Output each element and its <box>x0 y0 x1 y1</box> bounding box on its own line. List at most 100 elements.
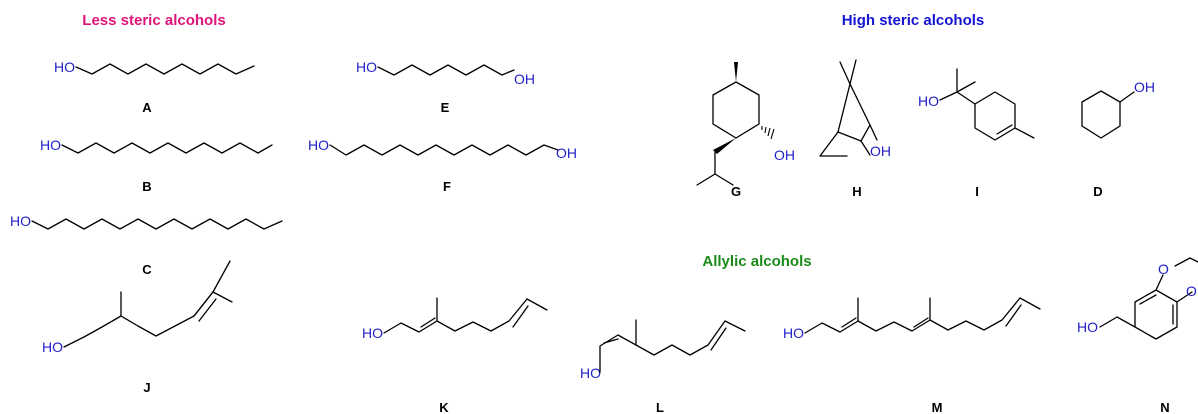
atom-o: O <box>1186 283 1197 299</box>
main-chain <box>929 297 1021 331</box>
diol-chain <box>329 144 559 156</box>
atom-ho: HO <box>42 339 63 355</box>
c-oh-bond <box>869 124 878 141</box>
methyl-terminal <box>212 291 233 303</box>
double-bond-inner <box>710 327 727 351</box>
isopropyl-methyl <box>714 173 734 186</box>
wedge-methyl <box>734 62 738 82</box>
structure-A: HO A <box>54 59 255 115</box>
compound-label: L <box>656 400 664 414</box>
double-bond-inner <box>512 305 529 328</box>
compound-label: A <box>142 100 152 115</box>
atom-o: O <box>1158 261 1169 277</box>
compound-label: N <box>1160 400 1169 414</box>
main-chain <box>804 297 859 334</box>
cyclohexane-ring <box>712 81 760 139</box>
double-bond-inner <box>420 317 436 328</box>
double-bond-inner <box>1005 304 1022 327</box>
c-o-bond <box>1155 274 1164 291</box>
structure-J: HO J <box>42 260 233 395</box>
dioxole-ring <box>1174 257 1198 267</box>
alkyl-chain <box>61 142 273 154</box>
structure-L: HO L <box>580 319 746 414</box>
benzene-ring <box>1134 289 1178 340</box>
ring-double-bond <box>996 124 1013 135</box>
atom-ho: HO <box>362 325 383 341</box>
double-bond-inner <box>913 317 929 328</box>
alkyl-chain <box>75 63 255 75</box>
main-chain <box>635 320 726 356</box>
atom-oh: OH <box>556 145 577 161</box>
terminal-methyl <box>724 320 746 332</box>
structure-I: HO I <box>918 68 1035 199</box>
methyl <box>956 81 976 93</box>
atom-ho: HO <box>40 137 61 153</box>
atom-ho: HO <box>783 325 804 341</box>
heading-high-steric: High steric alcohols <box>842 12 985 29</box>
structure-N: HO O O N <box>1077 257 1198 414</box>
isopropyl-methyl <box>696 173 716 186</box>
compound-label: H <box>852 184 861 199</box>
compound-label: I <box>975 184 979 199</box>
bridge-bond <box>837 83 851 133</box>
ring-attach <box>956 91 976 105</box>
compound-label: J <box>143 380 150 395</box>
atom-oh: OH <box>870 143 891 159</box>
compound-label: E <box>441 100 450 115</box>
compound-label: C <box>142 262 152 277</box>
c-oh-bond <box>939 91 958 101</box>
atom-oh: OH <box>514 71 535 87</box>
cyclohexane-ring <box>1081 90 1121 139</box>
bridge-bond <box>849 83 871 126</box>
ch2-bond <box>1099 316 1136 328</box>
compound-label: K <box>439 400 449 414</box>
wedge-isopropyl <box>713 138 736 154</box>
atom-oh: OH <box>1134 79 1155 95</box>
terminal-methyl <box>1019 297 1041 310</box>
atom-ho: HO <box>580 365 601 381</box>
alkyl-chain <box>31 218 283 230</box>
compound-label: D <box>1093 184 1102 199</box>
atom-ho: HO <box>308 137 329 153</box>
atom-ho: HO <box>1077 319 1098 335</box>
compound-label: F <box>443 179 451 194</box>
main-chain <box>436 298 528 332</box>
structure-B: HO B <box>40 137 273 194</box>
main-chain <box>857 297 931 332</box>
compound-label: M <box>932 400 943 414</box>
atom-ho: HO <box>10 213 31 229</box>
structure-H: OH H <box>819 59 891 199</box>
compound-label: B <box>142 179 151 194</box>
cyclohexene-ring <box>974 91 1016 141</box>
main-chain <box>599 319 637 373</box>
double-bond <box>193 291 214 317</box>
atom-ho: HO <box>356 59 377 75</box>
structure-D: OH D <box>1081 79 1155 199</box>
structure-C: HO C <box>10 213 283 277</box>
terminal-methyl <box>526 298 548 311</box>
bicyclic-bonds <box>819 131 871 157</box>
atom-ho: HO <box>918 93 939 109</box>
gem-dimethyl <box>849 59 857 85</box>
heading-allylic: Allylic alcohols <box>702 253 811 270</box>
ring-methyl <box>1014 127 1035 139</box>
heading-less-steric: Less steric alcohols <box>82 12 225 29</box>
bicyclic-bonds <box>860 124 871 142</box>
dioxole-ring <box>1176 291 1193 303</box>
structure-F: HO OH F <box>308 137 577 194</box>
atom-ho: HO <box>54 59 75 75</box>
hashed-bond-oh <box>761 126 775 140</box>
structure-E: HO OH E <box>356 59 535 115</box>
double-bond-inner <box>198 298 217 322</box>
atom-oh: OH <box>774 147 795 163</box>
aromatic-inner <box>1139 294 1157 305</box>
gem-dimethyl <box>839 61 851 85</box>
structure-K: HO K <box>362 297 548 414</box>
diol-chain <box>377 64 515 76</box>
double-bond-inner <box>841 317 857 328</box>
c-oh-bond <box>1119 91 1135 103</box>
main-chain <box>383 297 438 334</box>
structure-G: OH G <box>696 62 795 199</box>
